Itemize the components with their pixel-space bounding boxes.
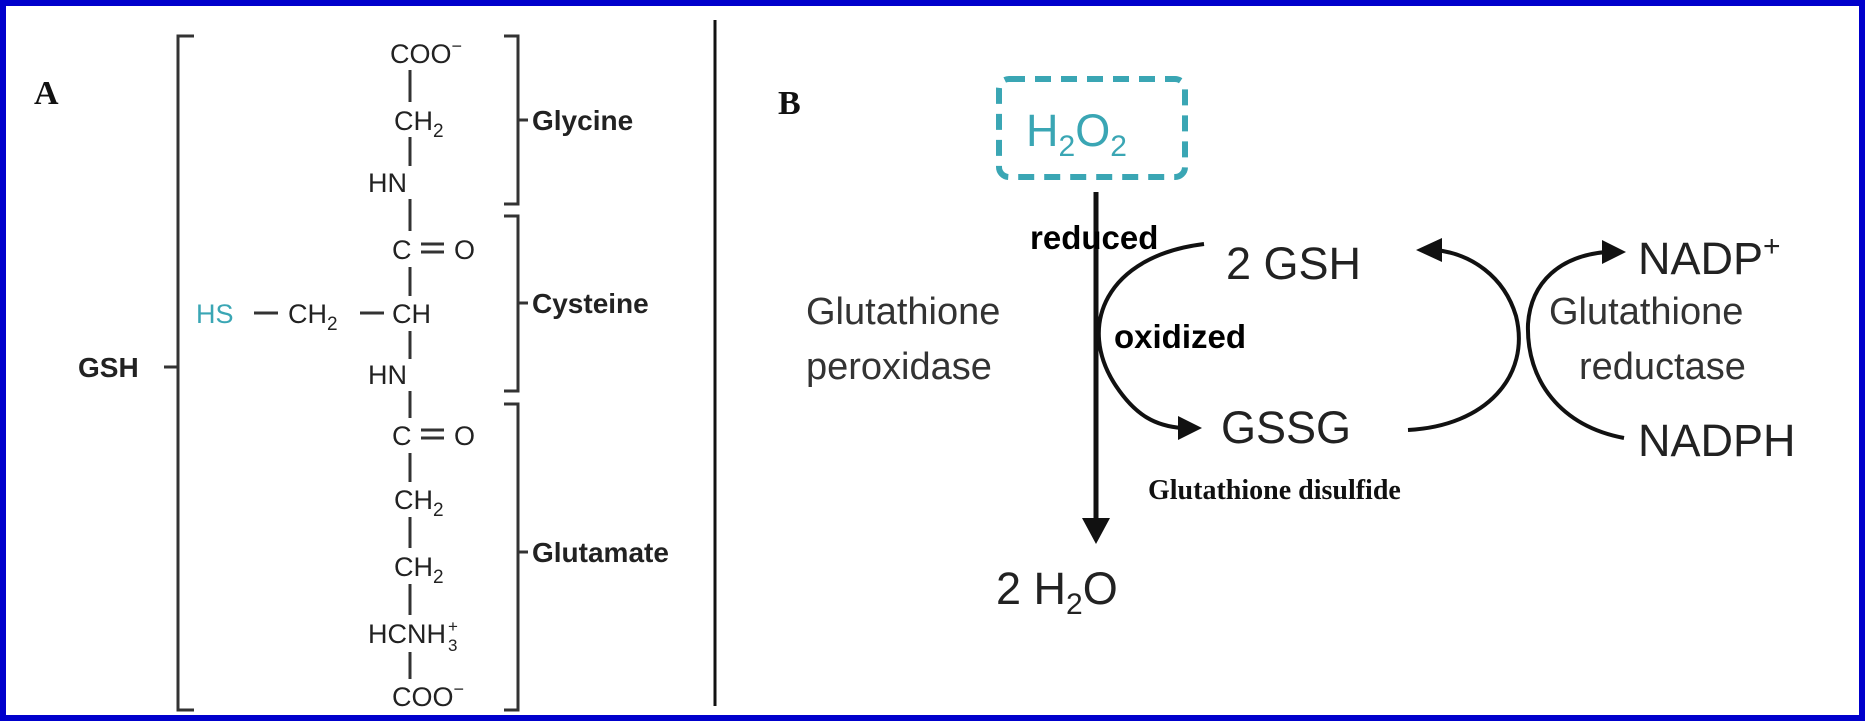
gssg-label: GSSG [1221,402,1351,453]
reductase-line1: Glutathione [1549,291,1743,333]
atom-coo-top: COO− [390,36,462,69]
atom-ch-alpha: CH [392,299,431,329]
nadph-label: NADPH [1638,415,1796,466]
reductase-line2: reductase [1579,346,1746,388]
atom-ch2-3: CH2 [394,552,444,588]
atom-c-2: C [392,421,412,451]
cysteine-label: Cysteine [532,288,649,319]
panel-a-label: A [34,75,59,112]
gsh-label: GSH [78,352,139,383]
peroxidase-curve [1096,242,1205,430]
glycine-label: Glycine [532,105,633,136]
gsh-reduced-label: 2 GSH [1226,238,1361,289]
diagram-frame: A GSH Glycine Cysteine Glutamate COO− CH… [6,6,1859,715]
oxidized-annotation: oxidized [1114,318,1246,355]
atom-ch2-1: CH2 [394,106,444,142]
peroxidase-line1: Glutathione [806,291,1000,333]
gsh-bracket [176,34,194,712]
atom-coo-bottom: COO− [392,679,464,712]
atom-hcnh3: HCNH+3 [368,617,458,655]
atom-o-1: O [454,235,475,265]
peroxidase-line2: peroxidase [806,346,992,388]
reductase-curve [1407,248,1521,432]
atom-hs: HS [196,299,234,329]
atom-ch2-2: CH2 [394,485,444,521]
panel-a: A GSH Glycine Cysteine Glutamate COO− CH… [34,34,669,712]
nadp-label: NADP+ [1638,230,1781,284]
cysteine-bracket [504,214,520,393]
atom-hn-1: HN [368,168,407,198]
glutamate-bracket [504,402,520,712]
glycine-bracket [504,34,520,206]
panel-b-label: B [778,85,801,122]
peroxidase-curve-head [1178,416,1202,440]
reduced-annotation: reduced [1030,219,1158,256]
double-bonds [421,242,444,440]
atom-c-1: C [392,235,412,265]
nadph-curve-head [1602,240,1626,264]
h2o2-box [996,76,1188,180]
atom-o-2: O [454,421,475,451]
glutamate-label: Glutamate [532,537,669,568]
gssg-name: Glutathione disulfide [1148,475,1401,506]
h2o-label: 2 H2O [996,563,1118,621]
reductase-curve-head [1416,238,1442,262]
glutathione-diagram: A GSH Glycine Cysteine Glutamate COO− CH… [34,20,1796,712]
h2o2-label: H2O2 [1026,105,1127,163]
atom-hn-2: HN [368,360,407,390]
nadph-curve [1525,250,1625,440]
atom-ch2-side: CH2 [288,299,338,335]
panel-b: B H2O2 2 H2O 2 GSH GSSG Glutathione disu… [778,76,1796,621]
peroxide-arrow-head [1082,518,1110,544]
